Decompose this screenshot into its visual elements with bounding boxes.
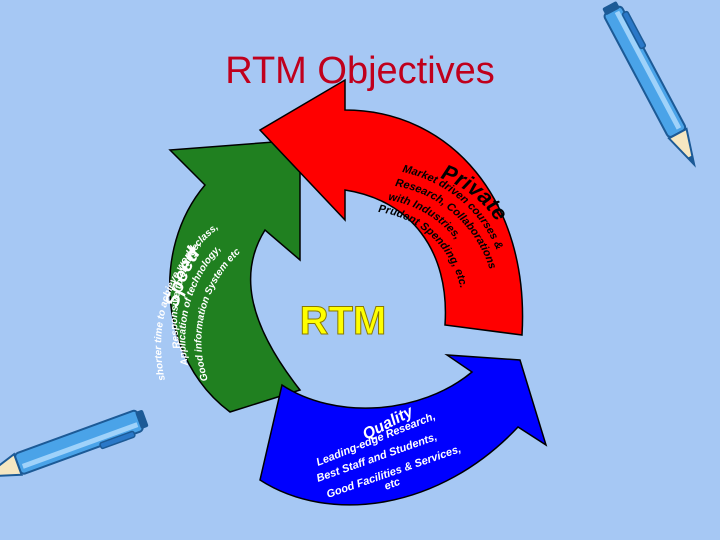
quality-arrow [259,354,548,506]
quality-line-4: etc [383,476,402,493]
svg-text:etc: etc [383,476,402,493]
pen-icon [602,1,696,168]
speed-arrow [168,139,302,413]
center-label: RTM [300,299,387,343]
private-arrow [258,78,524,336]
pen-icon [0,409,149,478]
slide-title: RTM Objectives [225,50,495,92]
